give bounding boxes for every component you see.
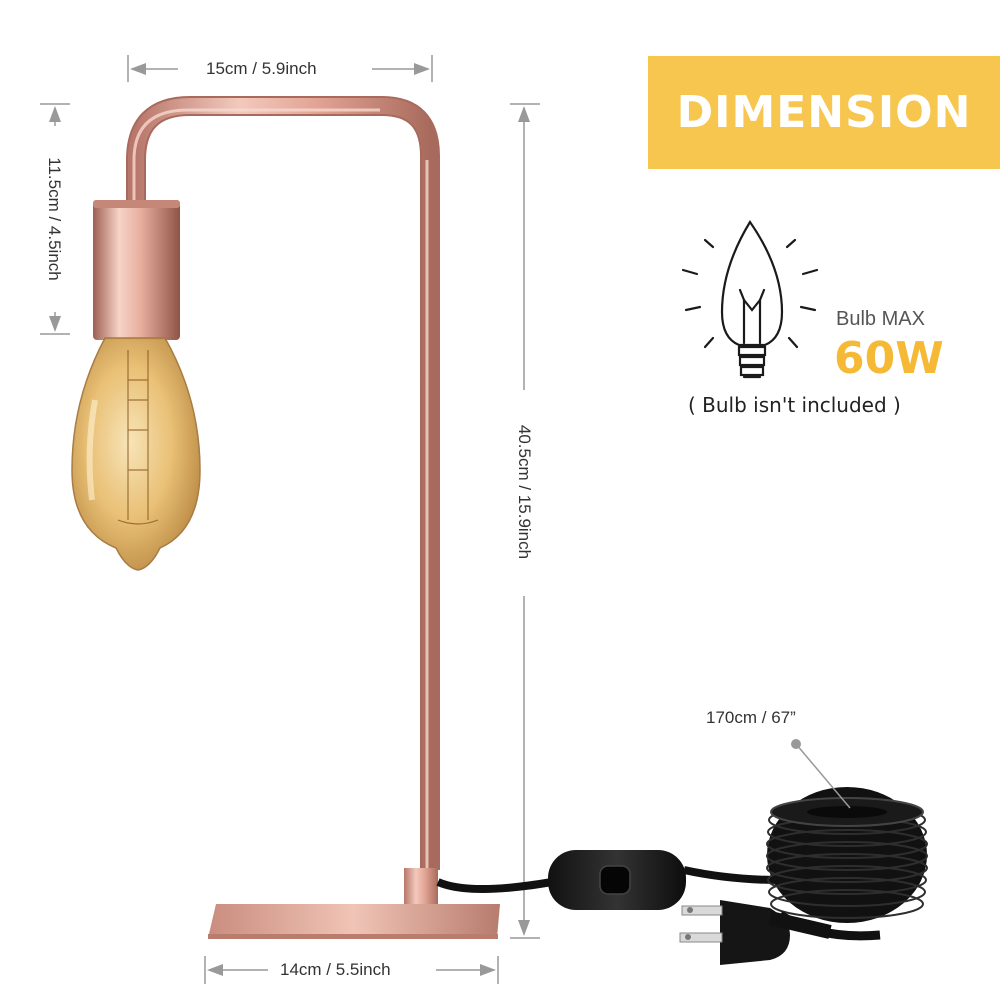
dimension-banner: DIMENSION [648,56,1000,169]
total-height-label: 40.5cm / 15.9inch [515,424,534,560]
bulb-max-label: Bulb MAX [836,308,925,330]
edison-bulb [71,337,201,571]
base-width-dimension [204,956,499,984]
bulb-wattage: 60W [834,333,944,384]
total-height-dimension [510,103,540,939]
lamp-arm [126,96,440,870]
plug-icon [679,900,832,965]
bulb-icon [681,219,819,379]
lamp-base [208,868,500,939]
cord-length-label: 170cm / 67” [706,708,796,727]
power-cord [436,878,553,893]
light-rays [681,238,819,349]
lamp-socket [93,200,180,340]
coiled-cord-icon [766,787,928,941]
arm-height-label: 11.5cm / 4.5inch [45,157,64,281]
top-width-label: 15cm / 5.9inch [206,59,317,78]
cord-length-pointer [791,739,851,809]
switch-icon [548,850,686,910]
bulb-not-included-note: ( Bulb isn't included ) [688,393,901,417]
banner-title: DIMENSION [676,87,972,138]
arm-height-dimension [40,103,70,335]
base-width-label: 14cm / 5.5inch [280,960,391,979]
top-width-dimension [127,55,433,82]
